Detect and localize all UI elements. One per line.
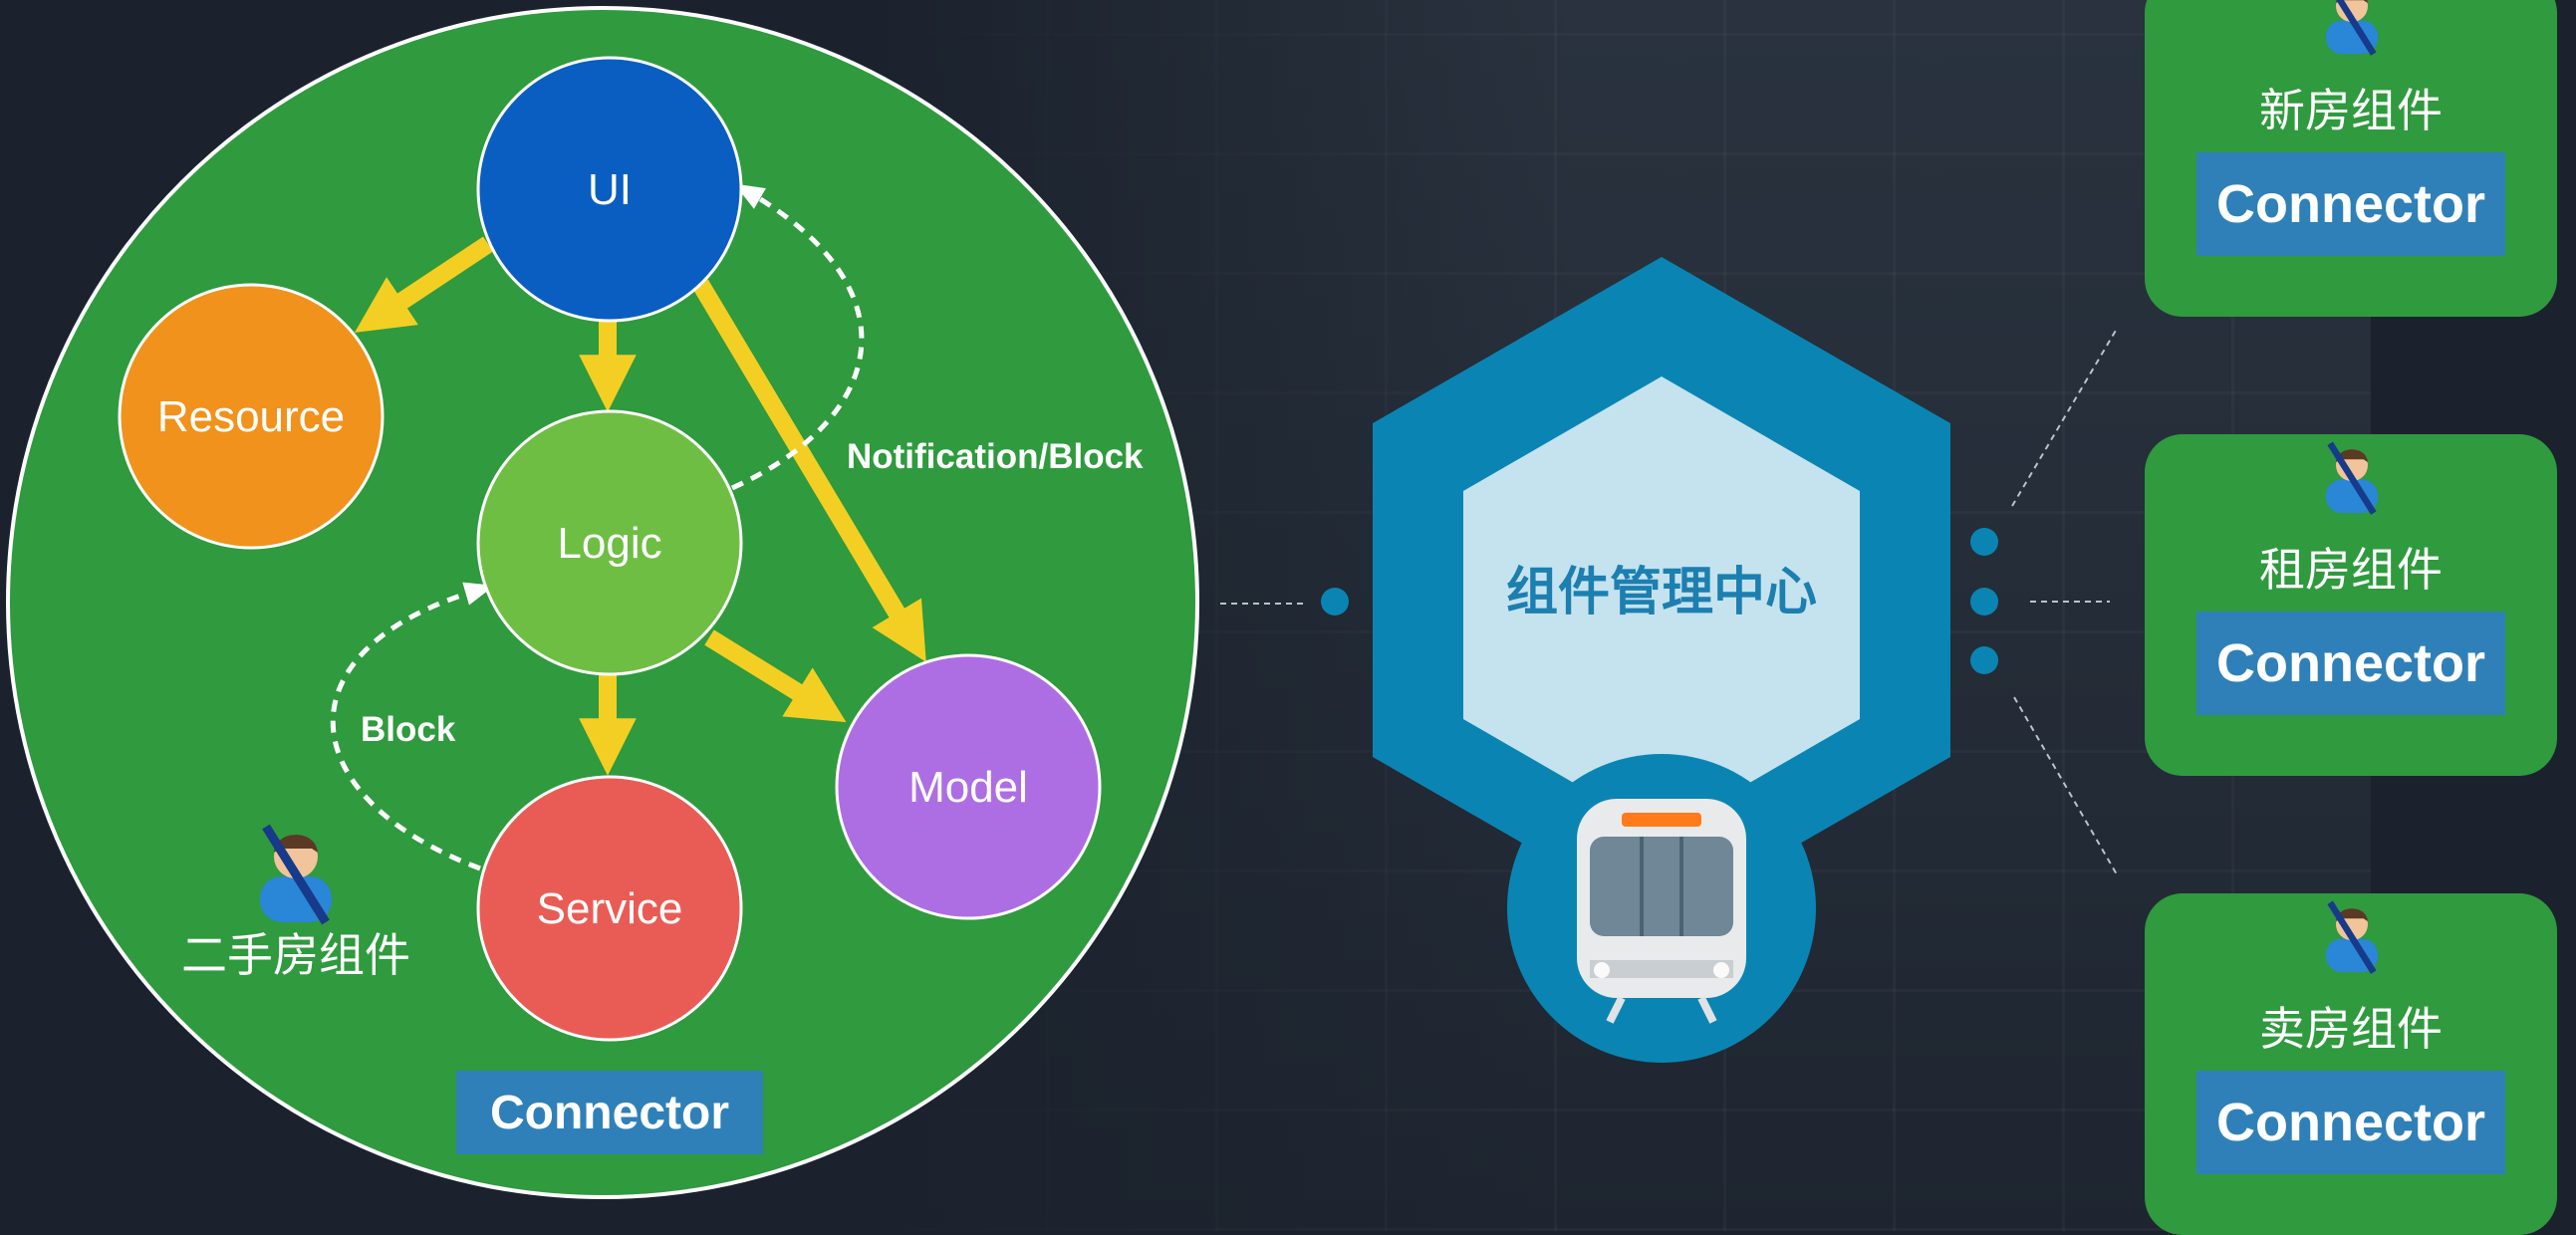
card-connector: Connector [2196,152,2505,256]
card-connector: Connector [2196,1071,2505,1174]
link-dot-right-1 [1970,528,1998,556]
card-title: 租房组件 [2259,543,2443,597]
person-icon [2325,441,2379,515]
arrow-logic-model [704,629,847,723]
hub-hexagon-inner [1463,376,1860,834]
person-icon [2325,0,2379,56]
component-title: 二手房组件 [181,928,410,982]
person-icon [260,824,332,925]
card-title: 新房组件 [2259,84,2443,137]
model-node [835,653,1102,920]
link-dot-right-3 [1970,646,1998,674]
block-label: Block [361,710,456,749]
hub-label: 组件管理中心 [1506,563,1817,622]
train-icon [1577,799,1746,1024]
logic-node [476,409,743,676]
card-title: 卖房组件 [2259,1002,2443,1056]
arrow-ui-model [692,279,926,662]
dependency-arrows [355,236,926,776]
link-right-top [2011,328,2118,507]
person-icon [2325,900,2379,974]
link-right-bottom [2013,696,2118,875]
notification-label: Notification/Block [847,437,1144,476]
service-node [476,775,743,1042]
card-sell-house: 卖房组件 Connector [2145,893,2557,1235]
model-label: Model [908,763,1028,812]
link-dot-right-2 [1970,588,1998,616]
component-connector: Connector [456,1071,763,1154]
card-rent-house: 租房组件 Connector [2145,434,2557,776]
notification-arrow [730,183,865,491]
card-connector: Connector [2196,612,2505,715]
arrow-ui-resource [355,236,493,333]
logic-label: Logic [557,519,661,568]
service-label: Service [537,884,683,933]
block-arrow [330,582,495,871]
card-new-house: 新房组件 Connector [2145,0,2557,317]
link-dot-left [1321,588,1349,616]
ui-node [476,56,743,323]
ui-label: UI [588,165,632,214]
resource-label: Resource [157,392,345,441]
resource-node [118,283,385,550]
